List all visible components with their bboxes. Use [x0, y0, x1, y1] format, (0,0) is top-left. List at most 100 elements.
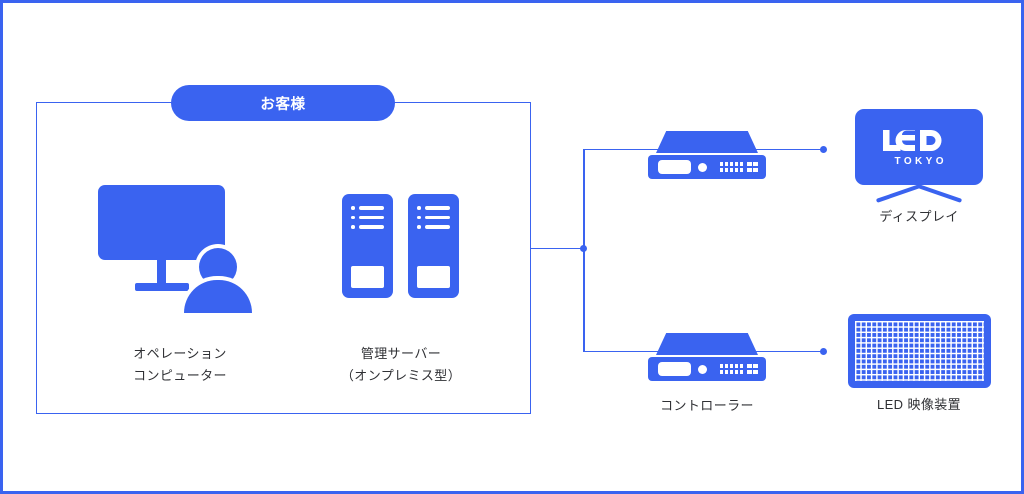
node-controller-bottom [648, 333, 766, 381]
monitor-neck-icon [157, 260, 166, 285]
server-status-dot-icon [417, 225, 421, 229]
label-line: コンピューター [133, 368, 227, 383]
label-line: （オンプレミス型） [340, 368, 462, 383]
led-cell [729, 162, 734, 167]
label-line: 管理サーバー [360, 346, 442, 361]
server-front-panel-icon [351, 266, 384, 288]
connector-bottom-branch [583, 350, 668, 353]
led-tokyo-logo: TOKYO [855, 127, 983, 167]
connector-top-branch [583, 148, 668, 151]
led-cell [724, 369, 729, 374]
controller-body-icon [648, 357, 766, 381]
server-indicator-row [417, 215, 450, 219]
person-body-icon [184, 280, 252, 313]
connector-trunk-horizontal [531, 247, 584, 250]
display-screen-icon: TOKYO [855, 109, 983, 185]
controller-knob-icon [698, 163, 707, 172]
server-indicator-row [417, 225, 450, 229]
label-line: ディスプレイ [879, 209, 959, 224]
led-cell [729, 369, 734, 374]
port-cell [753, 369, 758, 374]
node-controller-top [648, 131, 766, 179]
led-cell [720, 364, 724, 369]
server-slot-bar-icon [358, 206, 384, 210]
label-line: オペレーション [133, 346, 227, 361]
server-slot-bar-icon [424, 225, 450, 229]
led-cell [739, 162, 744, 167]
port-cell [747, 162, 752, 167]
port-cell [753, 162, 758, 167]
monitor-foot-icon [135, 283, 189, 291]
server-slot-bar-icon [424, 206, 450, 210]
server-slot-bar-icon [358, 225, 384, 229]
led-cell [739, 167, 744, 172]
controller-knob-icon [698, 365, 707, 374]
led-cell [739, 364, 744, 369]
port-cell [753, 364, 758, 369]
led-cell [724, 162, 729, 167]
controller-slot-icon [658, 160, 691, 174]
monitor-screen-icon [98, 185, 225, 260]
led-logotype-icon [883, 130, 942, 151]
led-cell [734, 369, 739, 374]
server-status-dot-icon [351, 225, 355, 229]
led-tokyo-logo-subtext: TOKYO [894, 156, 947, 167]
label-controller: コントローラー [592, 395, 822, 417]
led-cell [724, 364, 729, 369]
port-cell [753, 167, 758, 172]
server-slot-bar-icon [424, 215, 450, 219]
led-cell [720, 369, 724, 374]
person-head-icon [199, 248, 237, 286]
label-led-video-device: LED 映像装置 [804, 394, 1021, 416]
controller-led-grid-icon [720, 364, 744, 374]
server-indicator-row [351, 206, 384, 210]
server-unit-secondary-icon [408, 194, 459, 298]
node-display: TOKYO [855, 109, 983, 203]
server-indicator-row [351, 225, 384, 229]
label-operation-computer: オペレーション コンピューター [65, 343, 295, 387]
connector-junction-dot [580, 244, 587, 252]
label-line: コントローラー [660, 398, 754, 413]
connector-controller-to-display [745, 148, 824, 151]
controller-port-grid-icon [747, 162, 758, 172]
customer-zone-badge: お客様 [171, 85, 395, 121]
controller-top-cover-icon [656, 131, 758, 153]
server-front-panel-icon [417, 266, 450, 288]
server-unit-primary-icon [342, 194, 393, 298]
port-cell [747, 364, 752, 369]
server-indicator-row [351, 215, 384, 219]
label-line: LED 映像装置 [876, 397, 962, 412]
server-slot-bar-icon [358, 215, 384, 219]
led-cell [729, 167, 734, 172]
led-cell [734, 167, 739, 172]
controller-top-cover-icon [656, 333, 758, 355]
led-cell [720, 162, 724, 167]
controller-port-grid-icon [747, 364, 758, 374]
connector-display-endpoint-dot [820, 145, 827, 153]
led-cell [724, 167, 729, 172]
node-operation-computer [98, 185, 263, 313]
controller-slot-icon [658, 362, 691, 376]
server-indicator-row [417, 206, 450, 210]
server-status-dot-icon [351, 215, 355, 219]
port-cell [747, 369, 752, 374]
connector-led-panel-endpoint-dot [820, 347, 827, 355]
display-leg-right-icon [917, 184, 963, 203]
server-status-dot-icon [417, 206, 421, 210]
led-matrix-icon [855, 321, 984, 381]
controller-body-icon [648, 155, 766, 179]
led-cell [734, 162, 739, 167]
server-status-dot-icon [351, 206, 355, 210]
label-management-server: 管理サーバー （オンプレミス型） [286, 343, 516, 387]
controller-led-grid-icon [720, 162, 744, 172]
node-led-video-device [848, 314, 991, 388]
server-status-dot-icon [417, 215, 421, 219]
port-cell [747, 167, 752, 172]
led-cell [734, 364, 739, 369]
led-cell [720, 167, 724, 172]
node-management-server [342, 194, 459, 298]
led-cell [739, 369, 744, 374]
display-leg-left-icon [875, 184, 921, 203]
led-cell [729, 364, 734, 369]
